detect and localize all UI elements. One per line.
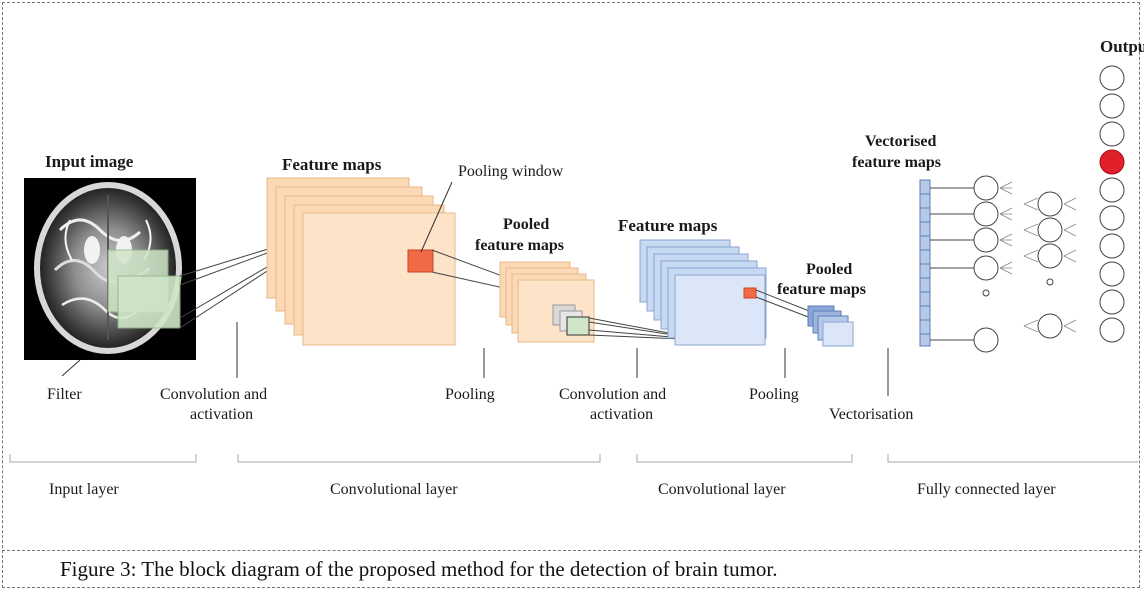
layer-input: Input layer [49, 481, 119, 498]
layer-fully-connected: Fully connected layer [917, 481, 1056, 498]
hidden-neuron [1037, 191, 1063, 217]
step-conv-activation-2-line2: activation [590, 406, 653, 423]
vectorised-title-line1: Vectorised [865, 133, 936, 150]
output-title: Output [1100, 37, 1144, 56]
caption-divider [2, 550, 1142, 551]
pooled-maps-1-title-line2: feature maps [475, 237, 564, 254]
step-conv-activation-1-line1: Convolution and [160, 386, 267, 403]
filter-window-2-stack [552, 304, 590, 336]
pooling-window-label: Pooling window [458, 163, 564, 180]
output-neuron [1099, 65, 1125, 91]
filter-pointer [61, 359, 81, 377]
output-neuron [1099, 289, 1125, 315]
output-neuron [1099, 317, 1125, 343]
pooling-window-pointer [420, 181, 453, 253]
hidden-layer-1 [930, 175, 1013, 353]
hidden-neuron [973, 255, 999, 281]
output-layer [1099, 65, 1125, 343]
output-neuron [1099, 93, 1125, 119]
input-image-title: Input image [45, 152, 134, 171]
feature-maps-1-title: Feature maps [282, 155, 382, 174]
layer-brackets [9, 454, 1138, 463]
layer-convolutional-2: Convolutional layer [658, 481, 786, 498]
hidden-neuron-ellipsis [982, 289, 990, 297]
hidden-neuron [973, 175, 999, 201]
output-neuron [1099, 177, 1125, 203]
pooling-window-red [407, 249, 434, 273]
step-tick-marks [236, 322, 889, 396]
pooled-maps-stack-1 [499, 261, 595, 343]
step-vectorisation: Vectorisation [829, 406, 913, 423]
pooled-maps-1-title-line1: Pooled [503, 216, 549, 233]
vectorised-title-line2: feature maps [852, 154, 941, 171]
vectorised-bar [919, 179, 931, 347]
output-neuron [1099, 121, 1125, 147]
pooling-window-red-2 [743, 287, 757, 299]
step-filter: Filter [47, 386, 82, 403]
output-neuron-active [1099, 149, 1125, 175]
hidden-neuron [1037, 217, 1063, 243]
layer-convolutional-1: Convolutional layer [330, 481, 458, 498]
hidden-neuron [973, 227, 999, 253]
filter-window [117, 275, 181, 329]
figure-caption: Figure 3: The block diagram of the propo… [60, 557, 778, 581]
step-pooling-1: Pooling [445, 386, 495, 403]
hidden-neuron [973, 201, 999, 227]
hidden-layer-2 [1023, 191, 1077, 339]
output-neuron [1099, 233, 1125, 259]
output-neuron [1099, 205, 1125, 231]
hidden-neuron [973, 327, 999, 353]
pooled-maps-2-title-line2: feature maps [777, 281, 866, 298]
hidden-neuron [1037, 243, 1063, 269]
step-conv-activation-1-line2: activation [190, 406, 253, 423]
cnn-block-diagram: Input image Feature maps Pooling window [9, 37, 1144, 498]
feature-maps-2-title: Feature maps [618, 216, 718, 235]
output-neuron [1099, 261, 1125, 287]
hidden-neuron-ellipsis [1046, 278, 1054, 286]
pooled-maps-stack-2 [807, 305, 854, 347]
pooled-maps-2-title-line1: Pooled [806, 261, 852, 278]
step-conv-activation-2-line1: Convolution and [559, 386, 666, 403]
hidden-neuron [1037, 313, 1063, 339]
step-pooling-2: Pooling [749, 386, 799, 403]
feature-maps-stack-2 [639, 239, 767, 346]
